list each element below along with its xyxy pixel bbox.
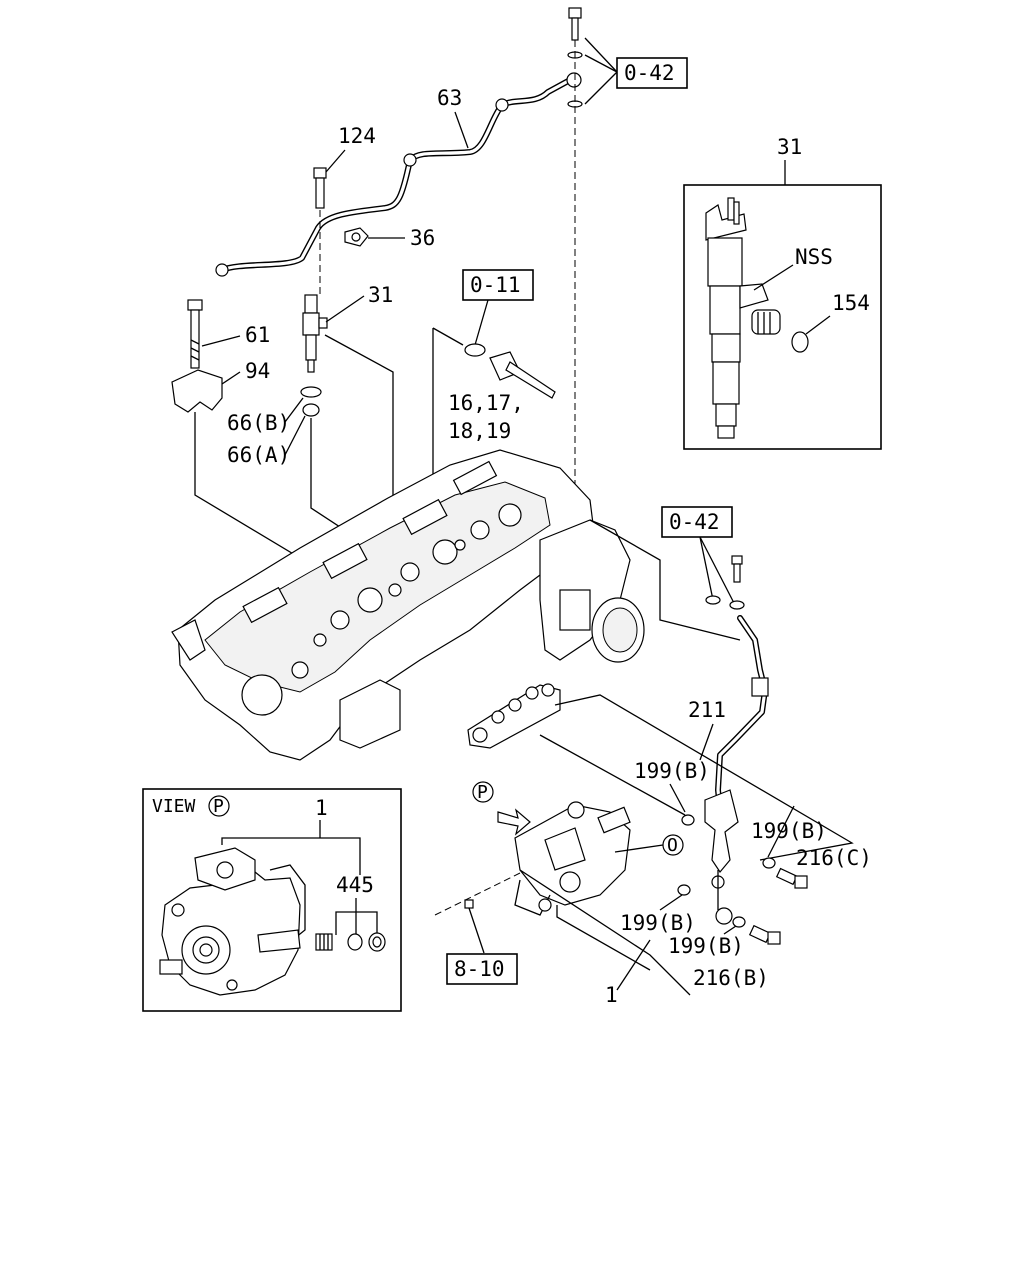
label-216b: 216(B) bbox=[693, 966, 769, 990]
label-124: 124 bbox=[338, 124, 376, 148]
clamp-36: 36 bbox=[344, 226, 435, 250]
injector-31: 31 bbox=[302, 283, 393, 373]
injection-pipe-63 bbox=[215, 72, 582, 277]
label-31-detail: 31 bbox=[777, 135, 802, 159]
washers-bolts-bottom: 199(B) 199(B) 216(B) 1 bbox=[605, 884, 781, 1007]
label-nss: NSS bbox=[795, 245, 833, 269]
ref-042-top-label: 0-42 bbox=[624, 61, 675, 85]
label-66b: 66(B) bbox=[227, 411, 290, 435]
common-rail-211: 211 bbox=[467, 683, 854, 861]
label-199b-2: 199(B) bbox=[751, 819, 827, 843]
view-title: VIEW bbox=[152, 796, 196, 817]
ref-box-810: 8-10 bbox=[434, 872, 521, 985]
bolt-124: 124 bbox=[313, 124, 376, 295]
detail-box-31: 31 NSS 154 bbox=[683, 135, 882, 450]
view-p-box: VIEW P 1 445 bbox=[142, 788, 402, 1012]
label-31: 31 bbox=[368, 283, 393, 307]
view-p-marker: P bbox=[477, 782, 488, 803]
label-199b-1: 199(B) bbox=[634, 759, 710, 783]
label-16-17: 16,17, bbox=[448, 391, 524, 415]
glow-plug-16-19: 0-11 16,17, 18,19 bbox=[448, 269, 556, 443]
label-216c: 216(C) bbox=[796, 846, 872, 870]
label-445: 445 bbox=[336, 873, 374, 897]
supply-pump-1: P O bbox=[472, 781, 691, 996]
label-view-1: 1 bbox=[315, 796, 328, 820]
label-154: 154 bbox=[832, 291, 870, 315]
label-199b-3: 199(B) bbox=[620, 911, 696, 935]
bracket-94: 94 bbox=[171, 359, 270, 413]
label-1: 1 bbox=[605, 983, 618, 1007]
stud-61: 61 bbox=[187, 299, 270, 369]
label-63: 63 bbox=[437, 86, 462, 110]
cylinder-head bbox=[171, 449, 645, 761]
ref-box-042-top: 0-42 bbox=[584, 37, 688, 105]
label-199b-4: 199(B) bbox=[668, 934, 744, 958]
label-18-19: 18,19 bbox=[448, 419, 511, 443]
return-pipe: 0-42 bbox=[589, 506, 769, 925]
label-94: 94 bbox=[245, 359, 270, 383]
circle-o-marker: O bbox=[667, 835, 678, 856]
label-211: 211 bbox=[688, 698, 726, 722]
banjo-bolt-top bbox=[567, 7, 583, 520]
ref-011-label: 0-11 bbox=[470, 273, 521, 297]
label-61: 61 bbox=[245, 323, 270, 347]
ref-042-mid-label: 0-42 bbox=[669, 510, 720, 534]
ref-810-label: 8-10 bbox=[454, 957, 505, 981]
seals-66: 66(B) 66(A) bbox=[227, 386, 322, 467]
view-p-circle: P bbox=[213, 796, 224, 817]
washers-bolts-right: 199(B) 199(B) 216(C) bbox=[634, 759, 872, 889]
label-36: 36 bbox=[410, 226, 435, 250]
label-66a: 66(A) bbox=[227, 443, 290, 467]
